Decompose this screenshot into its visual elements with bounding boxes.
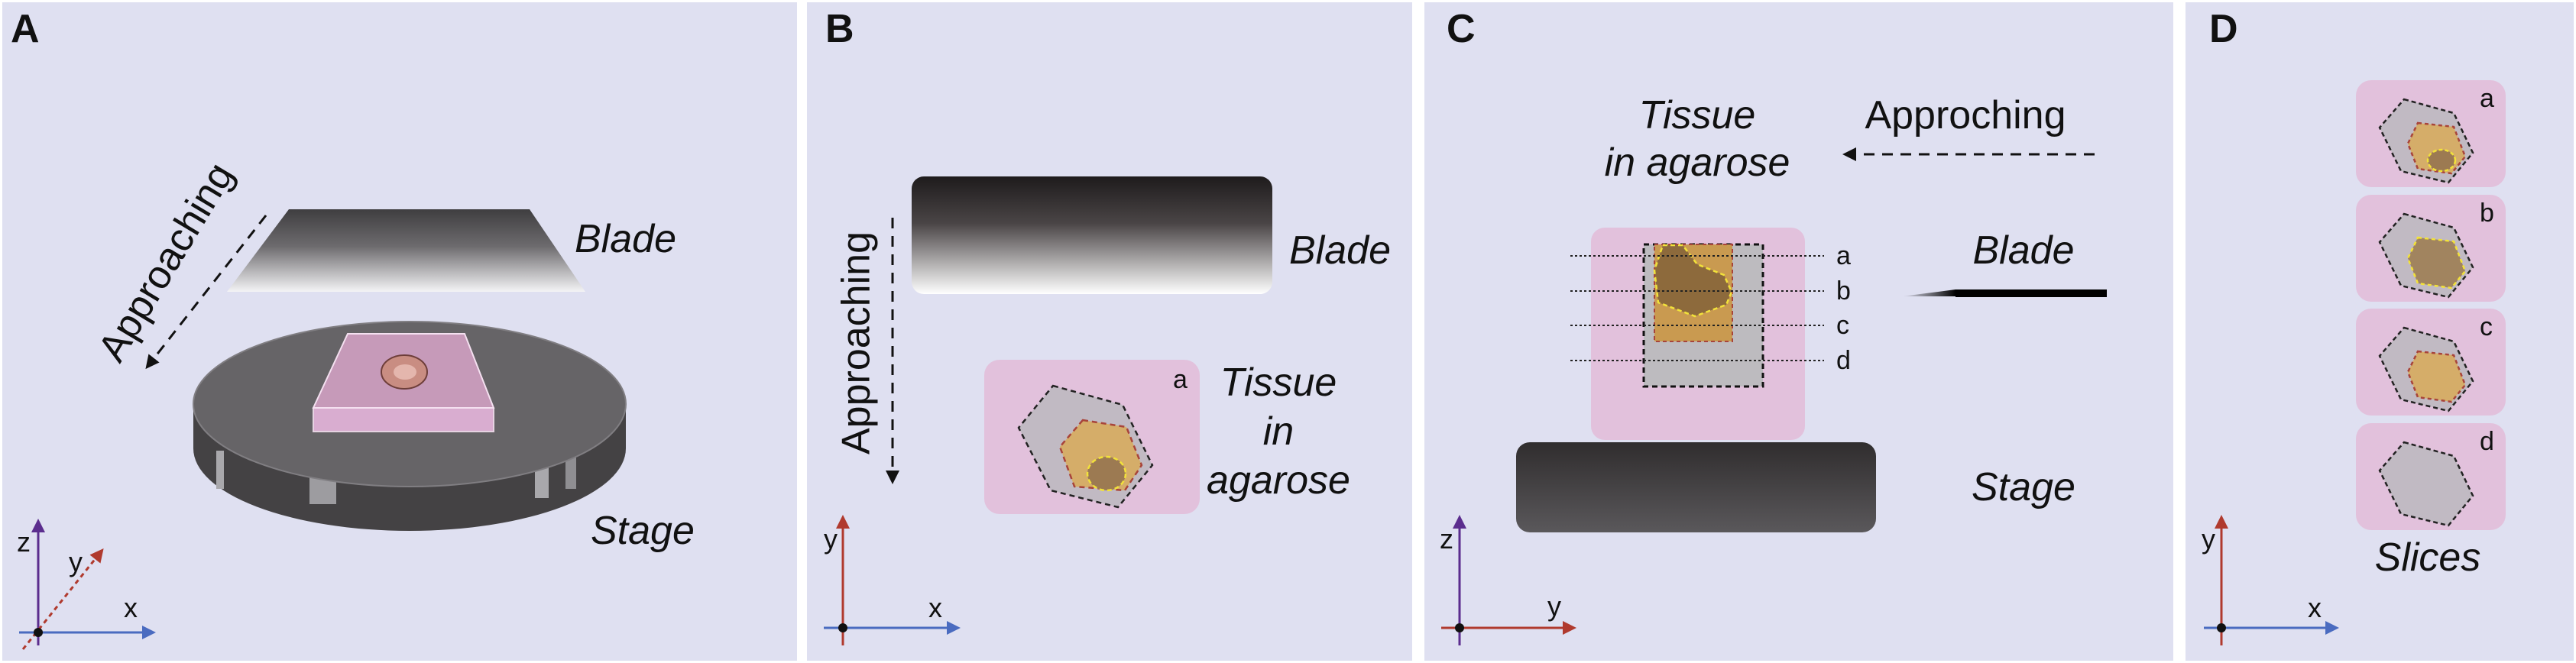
tissue-label-line2: in agarose xyxy=(1605,141,1790,185)
blade-label: Blade xyxy=(1289,228,1391,273)
blade-label: Blade xyxy=(575,217,676,261)
axis-x-label: x xyxy=(2308,592,2322,623)
slice-letter-c: c xyxy=(2480,312,2493,341)
approach-label: Approaching xyxy=(834,231,879,454)
axis-y-label: y xyxy=(2202,523,2215,555)
axes-a: z y x xyxy=(17,519,156,650)
slice-letter: a xyxy=(1173,365,1188,394)
panel-b-label: B xyxy=(825,7,854,51)
panel-b: B Blade Approaching a Tissue in agarose … xyxy=(807,2,1412,661)
stage-label: Stage xyxy=(591,509,695,553)
slice-a: a xyxy=(2356,80,2506,187)
panel-d-label: D xyxy=(2209,7,2238,51)
tumor-core xyxy=(1653,244,1733,318)
axis-y-label: y xyxy=(824,523,838,555)
axes-b: y x xyxy=(824,515,961,645)
tumor-core xyxy=(1086,455,1127,492)
blade-3d xyxy=(227,209,585,292)
slices-label: Slices xyxy=(2375,535,2481,580)
axis-z-label: z xyxy=(1440,523,1453,555)
blade-edge xyxy=(1902,289,2107,297)
blade-label: Blade xyxy=(1973,228,2075,273)
tissue-label-line1: Tissue xyxy=(1220,361,1337,405)
cut-levels: a b c d xyxy=(1570,241,1851,375)
cut-level-b: b xyxy=(1836,277,1851,306)
slice-letter-b: b xyxy=(2480,199,2494,228)
panel-c: C Tissue in agarose Approching a b c d B… xyxy=(1424,2,2173,661)
approach-arrow xyxy=(145,215,267,370)
stage-side xyxy=(1516,442,1876,532)
axis-y-label: y xyxy=(69,546,83,577)
slice-letter-a: a xyxy=(2480,84,2494,113)
axis-z-label: z xyxy=(17,526,31,558)
axis-y-label: y xyxy=(1547,590,1561,622)
tissue-label-line1: Tissue xyxy=(1639,93,1756,137)
approach-label: Approching xyxy=(1865,93,2066,137)
stage-label: Stage xyxy=(1972,465,2075,509)
cut-level-a: a xyxy=(1836,241,1851,270)
slice-letter-d: d xyxy=(2480,427,2494,456)
cut-level-d: d xyxy=(1836,346,1851,375)
slice-c: c xyxy=(2356,309,2506,416)
panel-a-label: A xyxy=(11,7,40,51)
blade-side xyxy=(912,176,1272,294)
axis-x-label: x xyxy=(928,592,942,623)
panel-a: A Blade Approaching Stage z y x xyxy=(2,2,797,661)
tissue-label-line2: in xyxy=(1263,409,1294,454)
panel-d: D a b c d Slices xyxy=(2186,2,2574,661)
agarose-block xyxy=(312,333,495,432)
panel-c-label: C xyxy=(1447,7,1476,51)
panel-b-background xyxy=(807,2,1412,661)
cut-level-c: c xyxy=(1836,311,1849,340)
axis-x-label: x xyxy=(124,592,138,623)
slice-d: d xyxy=(2356,423,2506,530)
axes-c: z y xyxy=(1440,515,1576,645)
axes-d: y x xyxy=(2202,515,2339,645)
tissue-label-line3: agarose xyxy=(1207,458,1350,503)
slice-b: b xyxy=(2356,195,2506,302)
